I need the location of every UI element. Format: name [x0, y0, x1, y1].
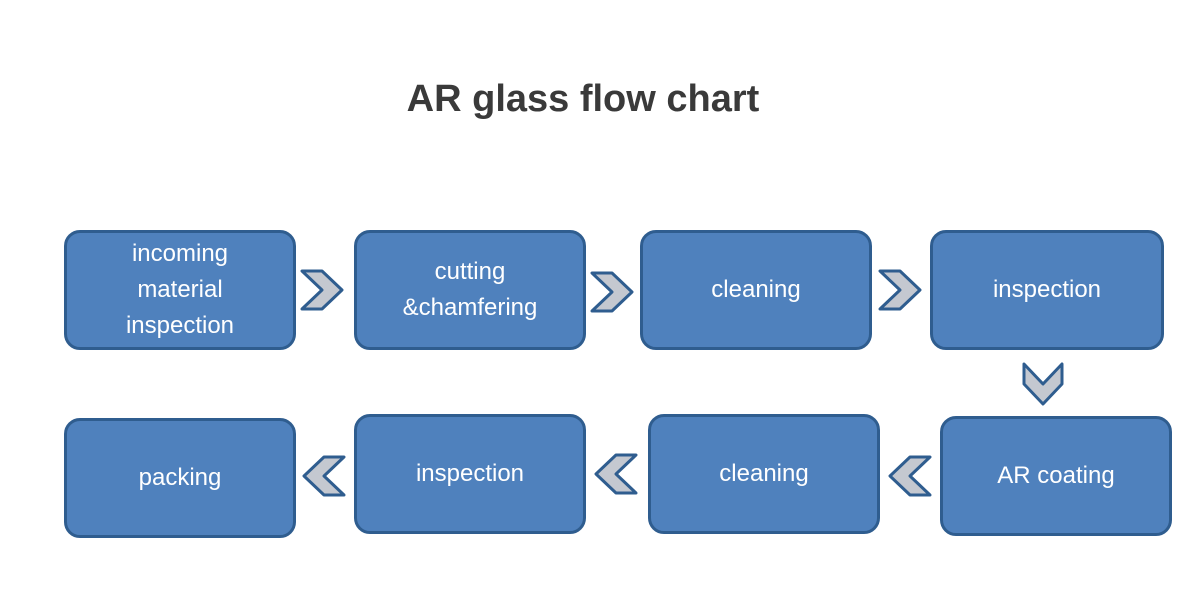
chevron-left-icon [594, 453, 638, 495]
chevron-right-icon [878, 269, 922, 311]
step-ar-coating: AR coating [940, 416, 1172, 536]
chevron-left-icon [302, 455, 346, 497]
chevron-left-icon [888, 455, 932, 497]
step-inspection-1: inspection [930, 230, 1164, 350]
page-title: AR glass flow chart [406, 78, 760, 120]
step-cutting-chamfering: cutting &chamfering [354, 230, 586, 350]
step-cleaning-1: cleaning [640, 230, 872, 350]
chevron-down-icon [1022, 362, 1064, 406]
step-inspection-2: inspection [354, 414, 586, 534]
chevron-right-icon [300, 269, 344, 311]
step-packing: packing [64, 418, 296, 538]
step-incoming-material-inspection: incoming material inspection [64, 230, 296, 350]
chevron-right-icon [590, 271, 634, 313]
step-cleaning-2: cleaning [648, 414, 880, 534]
